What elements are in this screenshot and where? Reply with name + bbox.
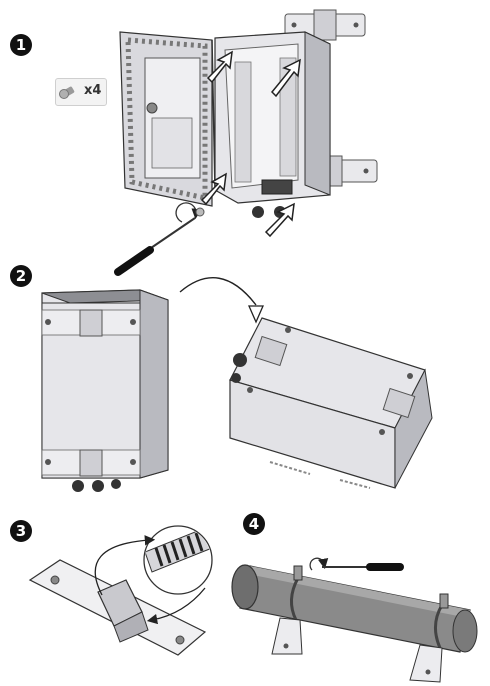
screw-arrows [200,50,301,238]
step1-open-enclosure [114,9,378,276]
flip-arrow-head [248,305,264,324]
pipe-bracket-left [271,617,303,655]
wall-bracket-top [284,9,366,41]
step2-enclosure-front [41,289,169,492]
tighten-arrow-icon [309,557,329,571]
clamp-thread-arrow [94,535,156,596]
pipe-clamp-band-right [434,593,449,649]
step-badge-3: 3 [10,520,32,542]
screw-quantity-label: x4 [84,83,102,98]
step3-clamp-bracket [28,559,207,656]
screw-icon [59,86,75,99]
screw-quantity-callout: x4 [55,78,107,106]
pipe-bracket-right [409,644,443,683]
clamp-pull-arrow [146,587,206,625]
flip-arrow [179,277,257,306]
pipe-clamp-band-left [290,565,303,621]
step4-pipe-mount [231,557,478,683]
step-badge-4: 4 [243,513,265,535]
rotate-arrow-icon [175,202,202,223]
step-badge-2: 2 [10,265,32,287]
step-badge-1: 1 [10,34,32,56]
step2-enclosure-back [229,317,433,489]
screwdriver-icon [114,217,196,276]
clamp-band-detail-magnifier [143,525,213,595]
